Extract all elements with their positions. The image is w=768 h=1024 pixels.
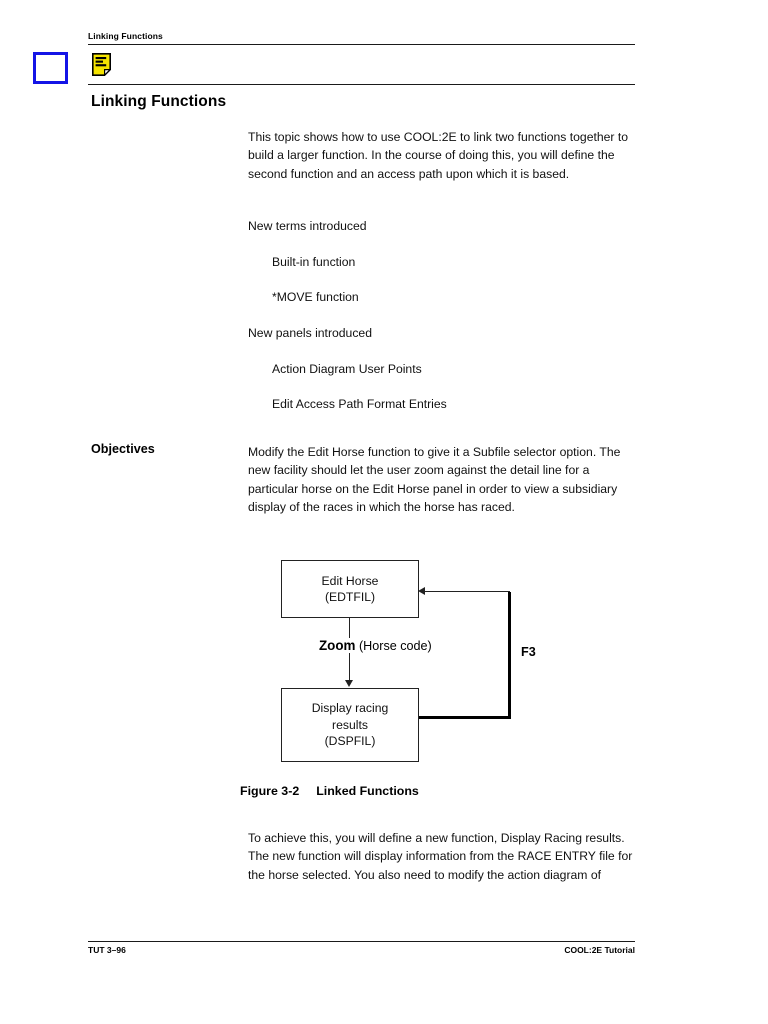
objectives-label: Objectives xyxy=(91,442,155,456)
f3-path-right-segment xyxy=(508,592,511,719)
zoom-arrow-label-bold: Zoom xyxy=(319,638,356,653)
margin-change-marker xyxy=(33,52,68,84)
zoom-arrow-label: Zoom (Horse code) xyxy=(316,638,435,653)
diagram-box-display-racing-line2: results xyxy=(332,717,368,732)
header-rule-top xyxy=(88,44,635,45)
footer-right-text: COOL:2E Tutorial xyxy=(564,945,635,955)
diagram-box-display-racing: Display racing results (DSPFIL) xyxy=(281,688,419,762)
new-panels-label: New panels introduced xyxy=(248,326,372,340)
f3-return-label: F3 xyxy=(521,645,536,659)
diagram-box-display-racing-line3: (DSPFIL) xyxy=(324,734,376,749)
diagram-box-edit-horse-line1: Edit Horse xyxy=(321,573,379,588)
objectives-paragraph: Modify the Edit Horse function to give i… xyxy=(248,445,621,514)
f3-path-top-segment xyxy=(425,591,510,592)
footer-rule xyxy=(88,941,635,942)
list-item: Edit Access Path Format Entries xyxy=(272,397,447,411)
diagram-box-edit-horse-line2: (EDTFIL) xyxy=(324,590,376,604)
list-item: *MOVE function xyxy=(272,290,359,304)
list-item: Action Diagram User Points xyxy=(272,362,422,376)
figure-caption-title: Linked Functions xyxy=(316,784,419,798)
list-item: Built-in function xyxy=(272,255,356,269)
new-terms-label: New terms introduced xyxy=(248,219,367,233)
figure-caption: Figure 3-2 Linked Functions xyxy=(240,784,419,798)
intro-paragraph: This topic shows how to use COOL:2E to l… xyxy=(248,130,629,181)
running-header: Linking Functions xyxy=(88,31,163,41)
zoom-arrow-head-icon xyxy=(345,680,353,687)
note-document-icon xyxy=(92,53,112,77)
f3-path-bottom-segment xyxy=(419,716,511,719)
zoom-arrow-line xyxy=(349,618,350,682)
zoom-arrow-label-rest: (Horse code) xyxy=(355,639,432,653)
f3-arrow-head-icon xyxy=(418,587,425,595)
diagram-box-display-racing-line1: Display racing xyxy=(311,701,389,716)
header-rule-second xyxy=(88,84,635,85)
footer-left-text: TUT 3–96 xyxy=(88,945,126,955)
diagram-box-edit-horse: Edit Horse (EDTFIL) xyxy=(281,560,419,618)
closing-paragraph: To achieve this, you will define a new f… xyxy=(248,831,633,882)
page-title: Linking Functions xyxy=(91,93,227,110)
figure-caption-number: Figure 3-2 xyxy=(240,784,300,798)
